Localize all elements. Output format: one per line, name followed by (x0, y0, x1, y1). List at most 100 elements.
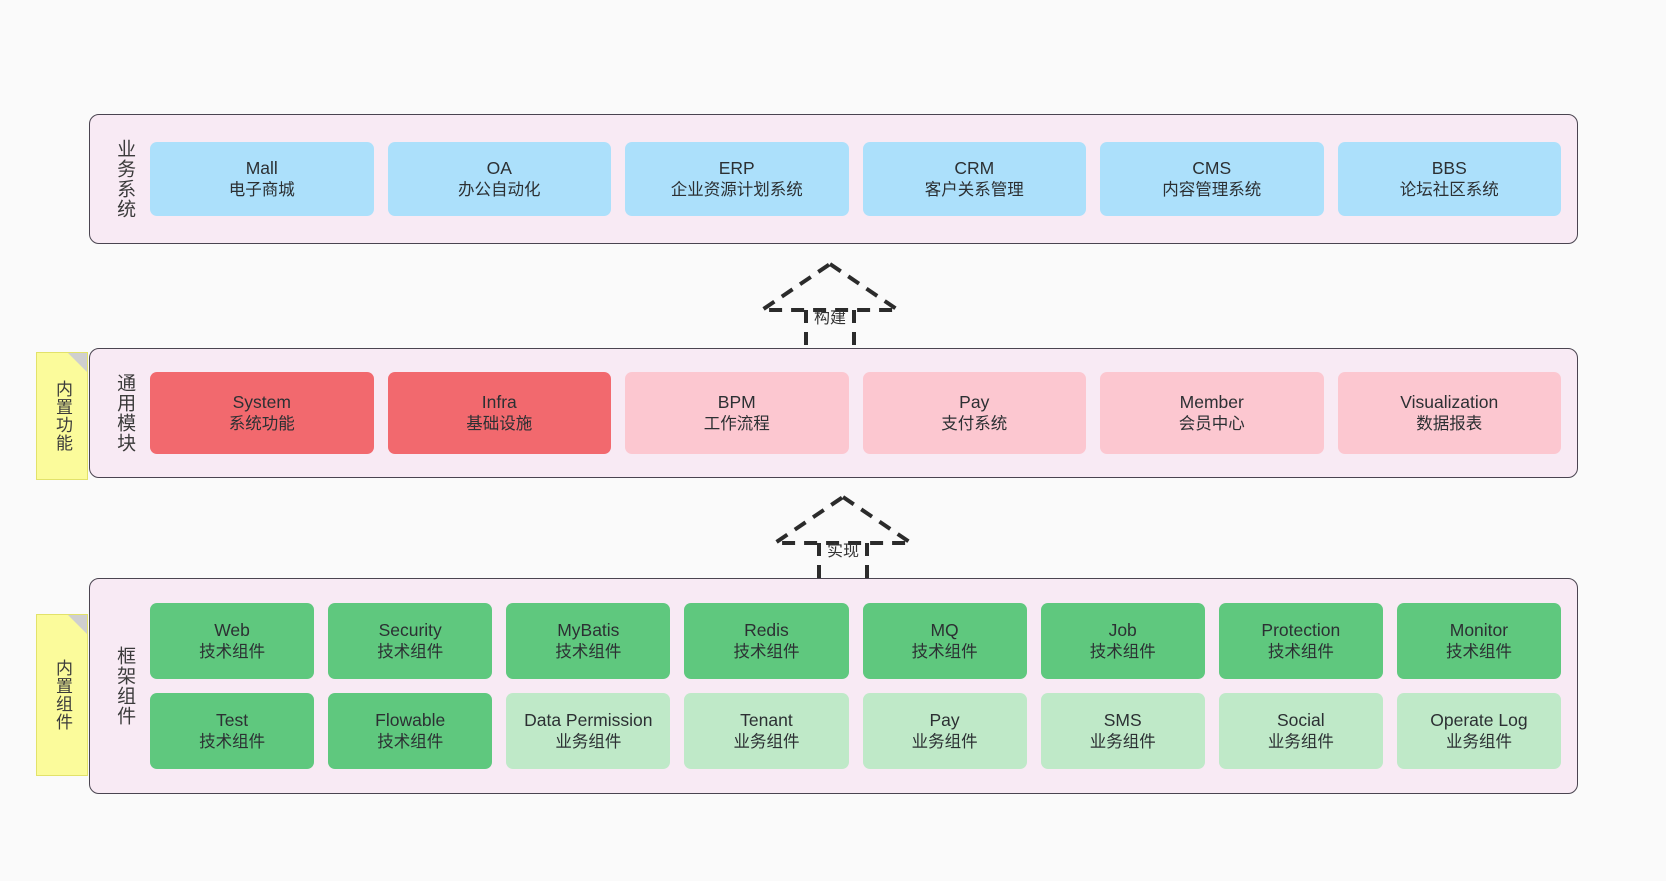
component-box-security[interactable]: Security 技术组件 (328, 603, 493, 679)
connector-build: 构建 (755, 261, 905, 348)
component-name-en: Redis (744, 619, 789, 640)
layer-title-framework-component: 框架组件 (114, 646, 136, 726)
module-name-en: ERP (718, 157, 755, 178)
sticky-note-builtin-component: 内置组件 (36, 614, 88, 776)
layer-panel-business-system: 业务系统 Mall 电子商城 OA 办公自动化 ERP 企业资源计划系统 CRM… (89, 114, 1578, 244)
module-name-en: Visualization (1400, 391, 1499, 412)
component-type-cn: 业务组件 (555, 732, 622, 751)
component-name-en: Monitor (1449, 619, 1509, 640)
module-box-bbs[interactable]: BBS 论坛社区系统 (1337, 142, 1561, 216)
layer-body-business-system: Mall 电子商城 OA 办公自动化 ERP 企业资源计划系统 CRM 客户关系… (146, 115, 1577, 243)
module-name-cn: 电子商城 (228, 180, 295, 199)
module-name-cn: 办公自动化 (458, 180, 541, 199)
component-box-pay[interactable]: Pay 业务组件 (862, 693, 1027, 769)
module-box-member[interactable]: Member 会员中心 (1100, 372, 1324, 454)
module-box-pay[interactable]: Pay 支付系统 (862, 372, 1086, 454)
module-name-cn: 会员中心 (1178, 414, 1245, 433)
component-box-monitor[interactable]: Monitor 技术组件 (1396, 603, 1561, 679)
module-name-en: System (232, 391, 291, 412)
connector-implement: 实现 (768, 494, 918, 581)
component-type-cn: 技术组件 (911, 642, 978, 661)
module-name-en: Pay (959, 391, 990, 412)
layer-title-common-module: 通用模块 (114, 373, 136, 453)
sticky-fold-icon (68, 615, 87, 634)
component-box-flowable[interactable]: Flowable 技术组件 (328, 693, 493, 769)
component-box-social[interactable]: Social 业务组件 (1218, 693, 1383, 769)
layer-body-common-module: System 系统功能 Infra 基础设施 BPM 工作流程 Pay 支付系统… (146, 349, 1577, 477)
module-name-en: Member (1179, 391, 1244, 412)
box-row: System 系统功能 Infra 基础设施 BPM 工作流程 Pay 支付系统… (150, 372, 1561, 454)
component-name-en: Pay (929, 709, 960, 730)
component-name-en: Protection (1261, 619, 1341, 640)
component-box-web[interactable]: Web 技术组件 (150, 603, 315, 679)
component-box-test[interactable]: Test 技术组件 (150, 693, 315, 769)
component-type-cn: 技术组件 (377, 642, 444, 661)
component-box-protection[interactable]: Protection 技术组件 (1218, 603, 1383, 679)
module-name-cn: 支付系统 (941, 414, 1008, 433)
module-name-cn: 系统功能 (228, 414, 295, 433)
component-name-en: Social (1276, 709, 1325, 730)
component-name-en: MyBatis (557, 619, 620, 640)
module-box-infra[interactable]: Infra 基础设施 (387, 372, 611, 454)
module-name-en: CRM (954, 157, 995, 178)
component-type-cn: 业务组件 (1089, 732, 1156, 751)
module-name-cn: 企业资源计划系统 (670, 180, 803, 199)
module-name-en: BPM (717, 391, 756, 412)
component-type-cn: 技术组件 (377, 732, 444, 751)
module-name-cn: 数据报表 (1416, 414, 1483, 433)
box-row: Mall 电子商城 OA 办公自动化 ERP 企业资源计划系统 CRM 客户关系… (150, 142, 1561, 216)
box-row: Web 技术组件 Security 技术组件 MyBatis 技术组件 Redi… (150, 603, 1561, 679)
module-box-system[interactable]: System 系统功能 (150, 372, 374, 454)
component-box-data-permission[interactable]: Data Permission 业务组件 (506, 693, 671, 769)
component-box-tenant[interactable]: Tenant 业务组件 (684, 693, 849, 769)
component-type-cn: 技术组件 (199, 732, 266, 751)
module-box-erp[interactable]: ERP 企业资源计划系统 (625, 142, 849, 216)
sticky-fold-icon (68, 353, 87, 372)
module-name-en: CMS (1192, 157, 1232, 178)
component-name-en: Job (1108, 619, 1137, 640)
component-name-en: Web (214, 619, 250, 640)
component-name-en: SMS (1103, 709, 1142, 730)
component-type-cn: 技术组件 (1445, 642, 1512, 661)
module-box-cms[interactable]: CMS 内容管理系统 (1100, 142, 1324, 216)
layer-panel-framework-component: 框架组件 Web 技术组件 Security 技术组件 MyBatis 技术组件… (89, 578, 1578, 794)
layer-body-framework-component: Web 技术组件 Security 技术组件 MyBatis 技术组件 Redi… (146, 579, 1577, 793)
component-box-sms[interactable]: SMS 业务组件 (1040, 693, 1205, 769)
module-name-cn: 论坛社区系统 (1399, 180, 1499, 199)
component-name-en: MQ (930, 619, 959, 640)
component-name-en: Flowable (375, 709, 446, 730)
module-name-cn: 内容管理系统 (1162, 180, 1262, 199)
module-name-cn: 工作流程 (703, 414, 770, 433)
component-type-cn: 业务组件 (733, 732, 800, 751)
component-name-en: Operate Log (1430, 709, 1528, 730)
connector-label-implement: 实现 (826, 543, 860, 560)
component-box-operate-log[interactable]: Operate Log 业务组件 (1396, 693, 1561, 769)
module-box-crm[interactable]: CRM 客户关系管理 (862, 142, 1086, 216)
component-name-en: Test (216, 709, 249, 730)
component-name-en: Tenant (740, 709, 793, 730)
component-box-job[interactable]: Job 技术组件 (1040, 603, 1205, 679)
module-box-visualization[interactable]: Visualization 数据报表 (1337, 372, 1561, 454)
box-row: Test 技术组件 Flowable 技术组件 Data Permission … (150, 693, 1561, 769)
module-name-en: Mall (245, 157, 278, 178)
component-box-mybatis[interactable]: MyBatis 技术组件 (506, 603, 671, 679)
component-type-cn: 业务组件 (1267, 732, 1334, 751)
component-box-mq[interactable]: MQ 技术组件 (862, 603, 1027, 679)
sticky-note-label: 内置组件 (53, 659, 73, 731)
module-box-oa[interactable]: OA 办公自动化 (387, 142, 611, 216)
module-name-en: BBS (1431, 157, 1467, 178)
module-box-bpm[interactable]: BPM 工作流程 (625, 372, 849, 454)
component-type-cn: 技术组件 (555, 642, 622, 661)
module-name-en: Infra (481, 391, 517, 412)
layer-title-business-system: 业务系统 (114, 139, 136, 219)
component-name-en: Data Permission (524, 709, 653, 730)
component-type-cn: 技术组件 (733, 642, 800, 661)
sticky-note-label: 内置功能 (53, 380, 73, 452)
component-name-en: Security (378, 619, 442, 640)
component-type-cn: 业务组件 (1445, 732, 1512, 751)
component-type-cn: 技术组件 (1089, 642, 1156, 661)
component-box-redis[interactable]: Redis 技术组件 (684, 603, 849, 679)
connector-label-build: 构建 (813, 310, 847, 327)
module-box-mall[interactable]: Mall 电子商城 (150, 142, 374, 216)
